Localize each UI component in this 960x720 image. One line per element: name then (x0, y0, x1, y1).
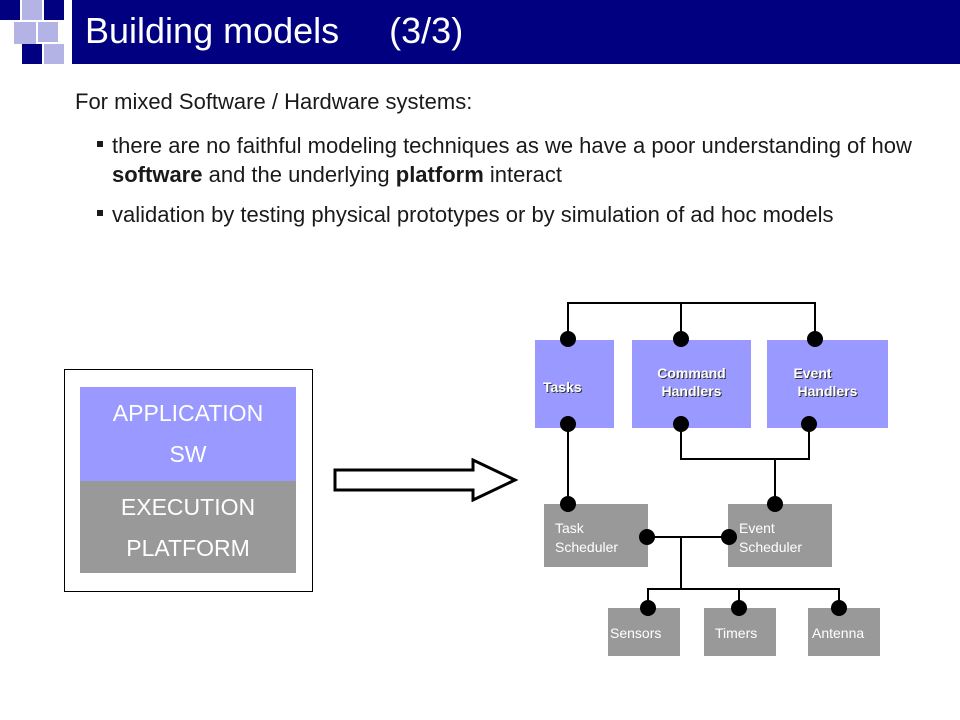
platform-label: PLATFORM (126, 535, 250, 561)
connection-dot (673, 416, 689, 432)
connection-dot (560, 416, 576, 432)
logo-square (22, 0, 42, 20)
connector-line (680, 424, 682, 459)
event-scheduler-box: Event Scheduler (728, 504, 832, 567)
connection-dot (560, 496, 576, 512)
connector-line (647, 536, 729, 538)
execution-platform-box: EXECUTION PLATFORM (80, 481, 296, 573)
scheduler-label: Scheduler (739, 539, 803, 555)
connector-line (680, 458, 810, 460)
connector-line (814, 303, 816, 339)
tasks-label: Tasks (543, 379, 582, 395)
handlers-label: Handlers (797, 383, 858, 399)
connector-line (680, 303, 682, 339)
bullet-1-software: software (112, 162, 203, 187)
logo-square (38, 22, 58, 42)
application-sw-box: APPLICATION SW (80, 387, 296, 481)
bullet-1: there are no faithful modeling technique… (112, 131, 932, 189)
bullet-marker (97, 141, 103, 147)
antenna-box: Antenna (808, 608, 880, 656)
timers-label: Timers (715, 625, 758, 641)
tasks-box: Tasks (535, 340, 614, 428)
handlers-label: Handlers (661, 383, 722, 399)
connector-line (738, 588, 740, 608)
event-handlers-box: Event Handlers (767, 340, 888, 428)
bullet-1-platform: platform (395, 162, 484, 187)
logo-square (22, 44, 42, 64)
stack-frame (64, 369, 313, 592)
scheduler-label: Scheduler (555, 539, 619, 555)
connector-line (838, 588, 840, 608)
slide-title: Building models (3/3) (85, 10, 464, 51)
timers-box: Timers (704, 608, 776, 656)
connection-dot (640, 600, 656, 616)
connection-dot (807, 331, 823, 347)
bullet-1-text: and the underlying (202, 162, 396, 187)
connection-dot (731, 600, 747, 616)
bullet-1-text: interact (483, 162, 563, 187)
bullet-2: validation by testing physical prototype… (112, 202, 834, 227)
connector-line (567, 303, 569, 339)
connector-line (647, 588, 649, 608)
intro-text: For mixed Software / Hardware systems: (75, 89, 473, 114)
command-handlers-box: Command Handlers (632, 340, 751, 428)
connector-line (774, 458, 776, 504)
connection-dot (673, 331, 689, 347)
bullet-marker (97, 210, 103, 216)
connection-dot (639, 529, 655, 545)
connector-line (647, 588, 840, 590)
logo-square (44, 44, 64, 64)
connection-dot (801, 416, 817, 432)
event-label: Event (793, 365, 832, 381)
task-label: Task (555, 520, 584, 536)
connector-line (808, 424, 810, 459)
sensors-box: Sensors (608, 608, 680, 656)
task-scheduler-box: Task Scheduler (544, 504, 648, 567)
event-label: Event (739, 520, 775, 536)
bullet-1-text: there are no faithful modeling technique… (112, 133, 912, 158)
execution-label: EXECUTION (120, 494, 256, 520)
antenna-label: Antenna (812, 625, 865, 641)
sw-label: SW (169, 441, 207, 467)
connector-line (567, 302, 816, 304)
connection-dot (831, 600, 847, 616)
connector-line (680, 537, 682, 589)
logo-square (14, 22, 36, 44)
connection-dot (560, 331, 576, 347)
title-bar (72, 0, 960, 64)
connection-dot (767, 496, 783, 512)
connection-dot (721, 529, 737, 545)
application-label: APPLICATION (112, 400, 264, 426)
logo-square (0, 0, 20, 20)
connector-line (567, 424, 569, 504)
right-arrow-icon (333, 458, 518, 502)
sensors-label: Sensors (610, 625, 662, 641)
command-label: Command (657, 365, 726, 381)
logo-square (44, 0, 64, 20)
